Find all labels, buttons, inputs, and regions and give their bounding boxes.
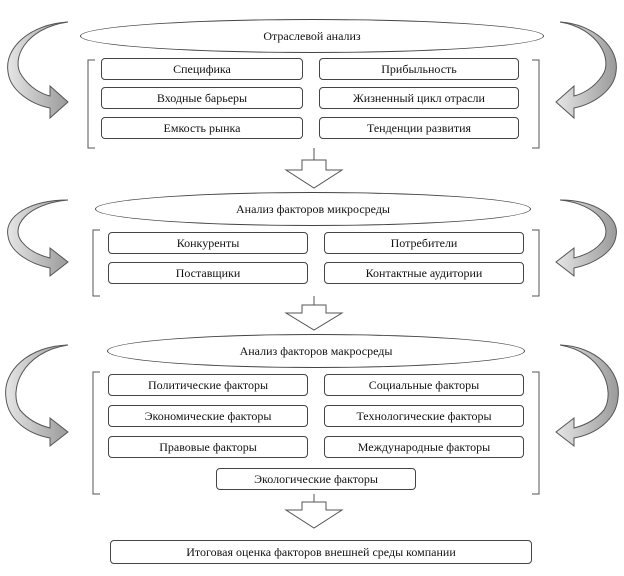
down-arrow-2 — [284, 296, 344, 331]
factor-box: Прибыльность — [319, 58, 519, 80]
factor-box: Экономические факторы — [108, 405, 308, 427]
curved-arrow-right-1 — [555, 21, 617, 120]
factor-box: Политические факторы — [108, 374, 308, 396]
final-assessment-box: Итоговая оценка факторов внешней среды к… — [110, 540, 532, 564]
down-arrow-3 — [284, 494, 344, 529]
factor-box: Конкуренты — [108, 232, 308, 254]
curved-arrow-right-3 — [555, 344, 619, 448]
bracket-right-1 — [532, 59, 540, 149]
curved-arrow-left-2 — [7, 199, 69, 278]
curved-arrow-left-3 — [5, 344, 69, 448]
factor-box: Правовые факторы — [108, 436, 308, 458]
factor-box: Специфика — [101, 58, 303, 80]
bracket-left-1 — [87, 59, 95, 149]
factor-box: Технологические факторы — [324, 405, 524, 427]
factor-box: Жизненный цикл отрасли — [319, 87, 519, 109]
bracket-right-3 — [532, 371, 540, 495]
factor-box: Входные барьеры — [101, 87, 303, 109]
factor-box: Социальные факторы — [324, 374, 524, 396]
bracket-left-2 — [92, 229, 100, 297]
down-arrow-1 — [284, 148, 344, 189]
bracket-left-3 — [92, 371, 100, 495]
factor-box: Поставщики — [108, 262, 308, 284]
bracket-right-2 — [532, 229, 540, 297]
factor-box: Экологические факторы — [216, 468, 416, 490]
factor-box: Контактные аудитории — [324, 262, 524, 284]
factor-box: Потребители — [324, 232, 524, 254]
factor-box: Международные факторы — [324, 436, 524, 458]
factor-box: Емкость рынка — [101, 117, 303, 139]
curved-arrow-right-2 — [555, 199, 617, 278]
title-micro-environment: Анализ факторов микросреды — [95, 192, 531, 226]
title-macro-environment: Анализ факторов макросреды — [107, 334, 525, 368]
curved-arrow-left-1 — [7, 21, 69, 120]
title-industry-analysis: Отраслевой анализ — [80, 19, 544, 53]
factor-box: Тенденции развития — [319, 117, 519, 139]
